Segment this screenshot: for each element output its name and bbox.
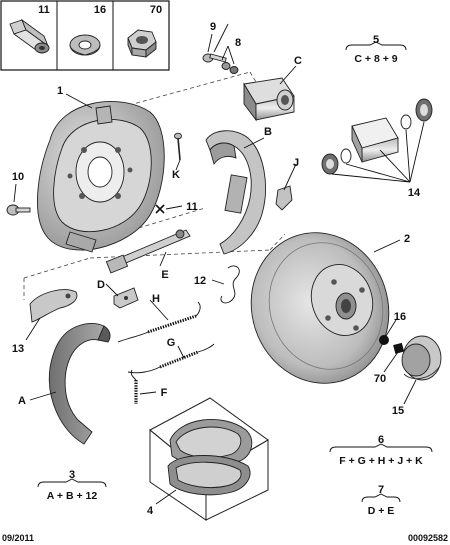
dust-cap-part (401, 335, 442, 381)
callout-f: F (161, 387, 168, 399)
callout-16: 16 (394, 311, 406, 323)
callout-b: B (264, 126, 272, 138)
formula-expression: F + G + H + J + K (339, 455, 423, 467)
callout-g: G (167, 337, 176, 349)
callout-1: 1 (57, 85, 63, 97)
lever-d-part (113, 287, 139, 309)
formula-expression: A + B + 12 (47, 490, 98, 502)
clip-j-part (275, 185, 293, 211)
brake-shoe-a-part (48, 323, 111, 445)
callout-j: J (293, 157, 299, 169)
callout-k: K (172, 169, 180, 181)
bleed-screw-part (202, 53, 239, 74)
hub-nut-marker (393, 342, 405, 354)
callout-15: 15 (392, 405, 404, 417)
callout-13: 13 (12, 343, 24, 355)
callout-c: C (294, 55, 302, 67)
pin-k-part (174, 132, 182, 161)
callout-e: E (161, 269, 168, 281)
formula-number: 7 (378, 484, 384, 496)
callout-a: A (18, 395, 26, 407)
bolt-part (9, 18, 50, 54)
bracket-13-part (29, 289, 78, 323)
spring-f-part (130, 369, 138, 404)
formula-number: 5 (373, 34, 379, 46)
formula-number: 3 (69, 469, 75, 481)
nut-part (127, 29, 157, 58)
legend-box-group: 11 16 70 (0, 0, 170, 71)
formula-6: 6 F + G + H + J + K (329, 434, 433, 467)
spring-g-part (127, 343, 215, 374)
small-screw-part (6, 204, 31, 216)
footer-reference: 00092582 (408, 533, 448, 543)
backing-plate-part (37, 101, 165, 253)
callout-12: 12 (194, 275, 206, 287)
adjuster-strut-part (105, 229, 191, 274)
brake-drum-part (250, 232, 390, 384)
formula-expression: D + E (368, 505, 395, 517)
cylinder-kit-part (321, 98, 433, 175)
callout-70: 70 (374, 373, 386, 385)
legend-box-label: 11 (38, 4, 50, 16)
callout-8: 8 (235, 37, 241, 49)
hub-washer-marker (379, 335, 389, 345)
cross-mark (155, 204, 165, 214)
formula-7: 7 D + E (361, 484, 401, 517)
callout-labels: 1 2 8 9 C 10 11 B K J E D H G F 12 13 A … (12, 21, 421, 517)
formula-expression: C + 8 + 9 (354, 53, 397, 65)
callout-2: 2 (404, 233, 410, 245)
legend-box-label: 70 (150, 4, 162, 16)
shoe-kit-box-part (149, 397, 269, 521)
callout-4: 4 (147, 505, 154, 517)
footer-date: 09/2011 (2, 533, 34, 543)
brake-shoe-b-part (205, 130, 266, 255)
callout-h: H (152, 293, 160, 305)
formula-number: 6 (378, 434, 384, 446)
formula-5: 5 C + 8 + 9 (345, 34, 407, 65)
callout-d: D (97, 279, 105, 291)
leader-lines (13, 23, 425, 505)
wheel-cylinder-part (243, 77, 295, 122)
legend-box-label: 16 (94, 4, 106, 16)
callout-10: 10 (12, 171, 24, 183)
formula-3: 3 A + B + 12 (37, 469, 107, 502)
callout-14: 14 (408, 187, 421, 199)
washer-part (69, 34, 101, 56)
spring-h-part (117, 301, 201, 343)
callout-11: 11 (186, 201, 198, 213)
spring-12-part (220, 265, 240, 304)
callout-9: 9 (210, 21, 216, 33)
